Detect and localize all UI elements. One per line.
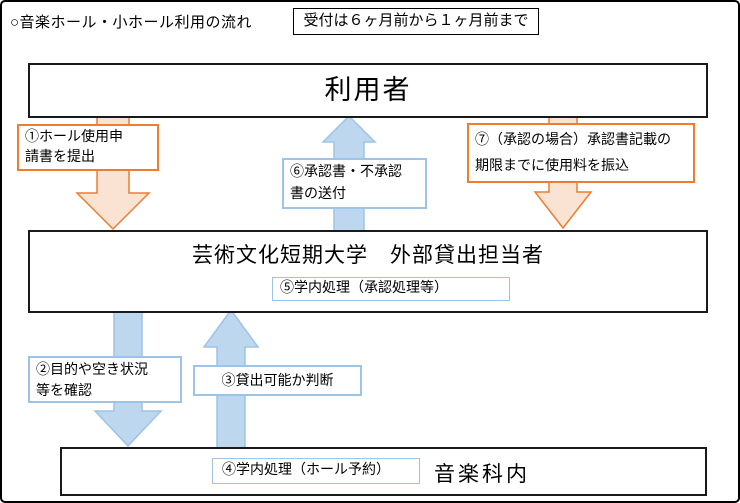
- step6-label: ⑥承認書・不承認 書の送付: [282, 158, 427, 209]
- reception-period-note: 受付は６ヶ月前から１ヶ月前まで: [293, 8, 539, 35]
- user-box: 利用者: [28, 63, 708, 118]
- step7-label-line1: ⑦（承認の場合）承認書記載の: [475, 133, 671, 148]
- page-title: ○音楽ホール・小ホール利用の流れ: [10, 15, 253, 31]
- step1-label-line1: ①ホール使用申: [25, 130, 123, 145]
- step2-label-line1: ②目的や空き状況: [36, 363, 148, 378]
- step2-label-line2: 等を確認: [36, 384, 92, 399]
- step3-label-text: ③貸出可能か判断: [221, 374, 334, 389]
- user-box-label: 利用者: [324, 75, 412, 105]
- step5-internal-approval-box: ⑤学内処理（承認処理等）: [272, 277, 510, 301]
- step4-hall-reservation-box: ④学内処理（ホール予約）: [212, 458, 420, 484]
- university-box-title: 芸術文化短期大学 外部貸出担当者: [192, 243, 544, 267]
- step3-label: ③貸出可能か判断: [193, 365, 362, 396]
- step2-label: ②目的や空き状況 等を確認: [28, 356, 182, 403]
- step7-label-line2: 期限までに使用料を振込: [475, 159, 629, 174]
- step7-label: ⑦（承認の場合）承認書記載の 期限までに使用料を振込: [467, 123, 695, 183]
- step1-label-line2: 請書を提出: [25, 150, 95, 165]
- step1-label: ①ホール使用申 請書を提出: [17, 124, 159, 171]
- step6-label-line1: ⑥承認書・不承認: [290, 165, 402, 180]
- music-dept-label: 音楽科内: [434, 462, 530, 486]
- step6-label-line2: 書の送付: [290, 187, 346, 202]
- university-box: 芸術文化短期大学 外部貸出担当者: [28, 230, 708, 313]
